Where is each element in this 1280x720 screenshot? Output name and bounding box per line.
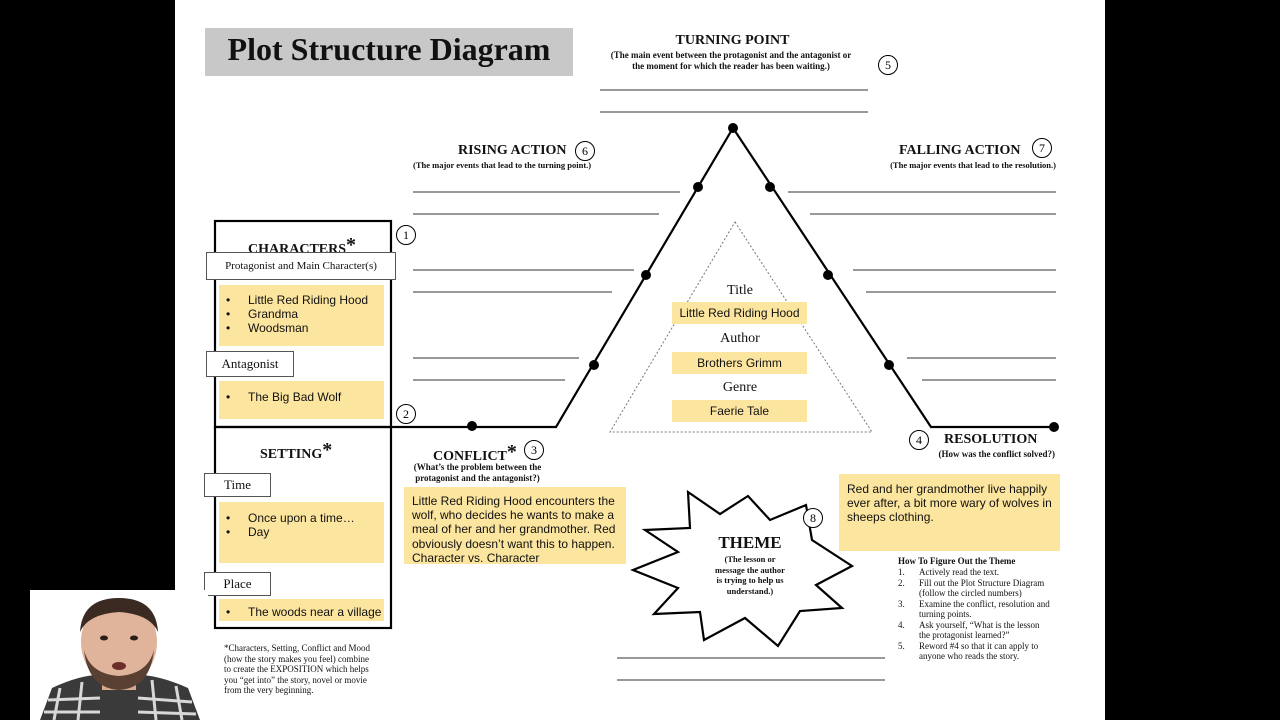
how-to-heading: How To Figure Out the Theme — [898, 556, 1016, 566]
turning-point-desc-2: the moment for which the reader has been… — [632, 61, 830, 71]
how-to-step-cont: turning points. — [919, 609, 972, 619]
plot-dot — [728, 123, 738, 133]
author-label: Author — [720, 331, 760, 346]
conflict-heading: CONFLICT* — [433, 441, 517, 464]
plot-dot — [693, 182, 703, 192]
time-item: •Once upon a time… — [226, 511, 355, 525]
title-answer[interactable]: Little Red Riding Hood — [672, 302, 807, 324]
plot-dot — [823, 270, 833, 280]
genre-label: Genre — [722, 380, 758, 395]
place-label: Place — [204, 572, 271, 596]
how-to-step: 5.Reword #4 so that it can apply to — [898, 640, 1039, 651]
exposition-footnote: *Characters, Setting, Conflict and Mood … — [224, 643, 370, 695]
theme-desc: (The lesson or message the author is try… — [715, 554, 785, 596]
theme-heading: THEME — [718, 533, 782, 552]
plot-dot — [765, 182, 775, 192]
how-to-step: 2.Fill out the Plot Structure Diagram — [898, 577, 1045, 588]
time-answer[interactable]: •Once upon a time… •Day — [219, 502, 384, 563]
resolution-heading: RESOLUTION — [944, 432, 1038, 447]
how-to-step: 3.Examine the conflict, resolution and — [898, 598, 1050, 609]
conflict-desc-2: protagonist and the antagonist?) — [415, 473, 540, 483]
how-to-step-cont: (follow the circled numbers) — [919, 588, 1022, 598]
rising-action-desc: (The major events that lead to the turni… — [413, 160, 592, 170]
conflict-answer[interactable]: Little Red Riding Hood encounters the wo… — [404, 487, 626, 565]
antagonist-answer[interactable]: •The Big Bad Wolf — [219, 381, 384, 419]
step-number-5: 5 — [878, 55, 898, 75]
step-number-7: 7 — [1032, 138, 1052, 158]
antagonist-label: Antagonist — [206, 351, 294, 377]
step-number-8: 8 — [803, 508, 823, 528]
how-to-step: 1.Actively read the text. — [898, 567, 999, 577]
theme-starburst — [630, 489, 855, 648]
time-label: Time — [204, 473, 271, 497]
protagonist-item: •Little Red Riding Hood — [226, 293, 369, 307]
plot-dot — [641, 270, 651, 280]
setting-heading: SETTING* — [260, 439, 333, 462]
step-number-4: 4 — [909, 430, 929, 450]
falling-action-desc: (The major events that lead to the resol… — [890, 160, 1056, 170]
author-answer[interactable]: Brothers Grimm — [672, 352, 807, 374]
resolution-desc: (How was the conflict solved?) — [938, 449, 1056, 459]
rising-action-heading: RISING ACTION — [458, 143, 567, 158]
page-title: Plot Structure Diagram — [227, 31, 551, 67]
resolution-answer[interactable]: Red and her grandmother live happily eve… — [839, 474, 1060, 551]
time-item: •Day — [226, 525, 270, 539]
plot-dot — [589, 360, 599, 370]
turning-point-desc-1: (The main event between the protagonist … — [610, 50, 852, 60]
presenter-webcam — [30, 590, 208, 720]
place-item: •The woods near a village — [226, 605, 382, 619]
plot-dot — [884, 360, 894, 370]
protagonist-answer[interactable]: •Little Red Riding Hood •Grandma •Woodsm… — [219, 285, 384, 346]
place-answer[interactable]: •The woods near a village — [219, 599, 384, 621]
step-number-6: 6 — [575, 141, 595, 161]
falling-action-heading: FALLING ACTION — [899, 143, 1021, 158]
protagonist-item: •Grandma — [226, 307, 299, 321]
how-to-step: 4.Ask yourself, “What is the lesson — [898, 619, 1040, 630]
how-to-step-cont: the protagonist learned?” — [919, 630, 1010, 640]
turning-point-heading: TURNING POINT — [675, 33, 790, 48]
conflict-desc-1: (What’s the problem between the — [413, 462, 542, 472]
title-label: Title — [727, 283, 753, 298]
genre-answer[interactable]: Faerie Tale — [672, 400, 807, 422]
step-number-2: 2 — [396, 404, 416, 424]
protagonist-label: Protagonist and Main Character(s) — [206, 252, 396, 280]
step-number-3: 3 — [524, 440, 544, 460]
protagonist-item: •Woodsman — [226, 321, 309, 335]
step-number-1: 1 — [396, 225, 416, 245]
plot-dot — [1049, 422, 1059, 432]
how-to-step-cont: anyone who reads the story. — [919, 651, 1020, 661]
setting-box — [213, 425, 393, 630]
resolution-answer-text: Red and her grandmother live happily eve… — [847, 482, 1052, 525]
inner-triangle — [609, 221, 873, 433]
antagonist-item: •The Big Bad Wolf — [226, 390, 342, 404]
how-to-theme: How To Figure Out the Theme 1.Actively r… — [898, 556, 1068, 662]
conflict-answer-text: Little Red Riding Hood encounters the wo… — [412, 494, 616, 565]
title-box — [205, 28, 573, 76]
plot-dot — [467, 421, 477, 431]
